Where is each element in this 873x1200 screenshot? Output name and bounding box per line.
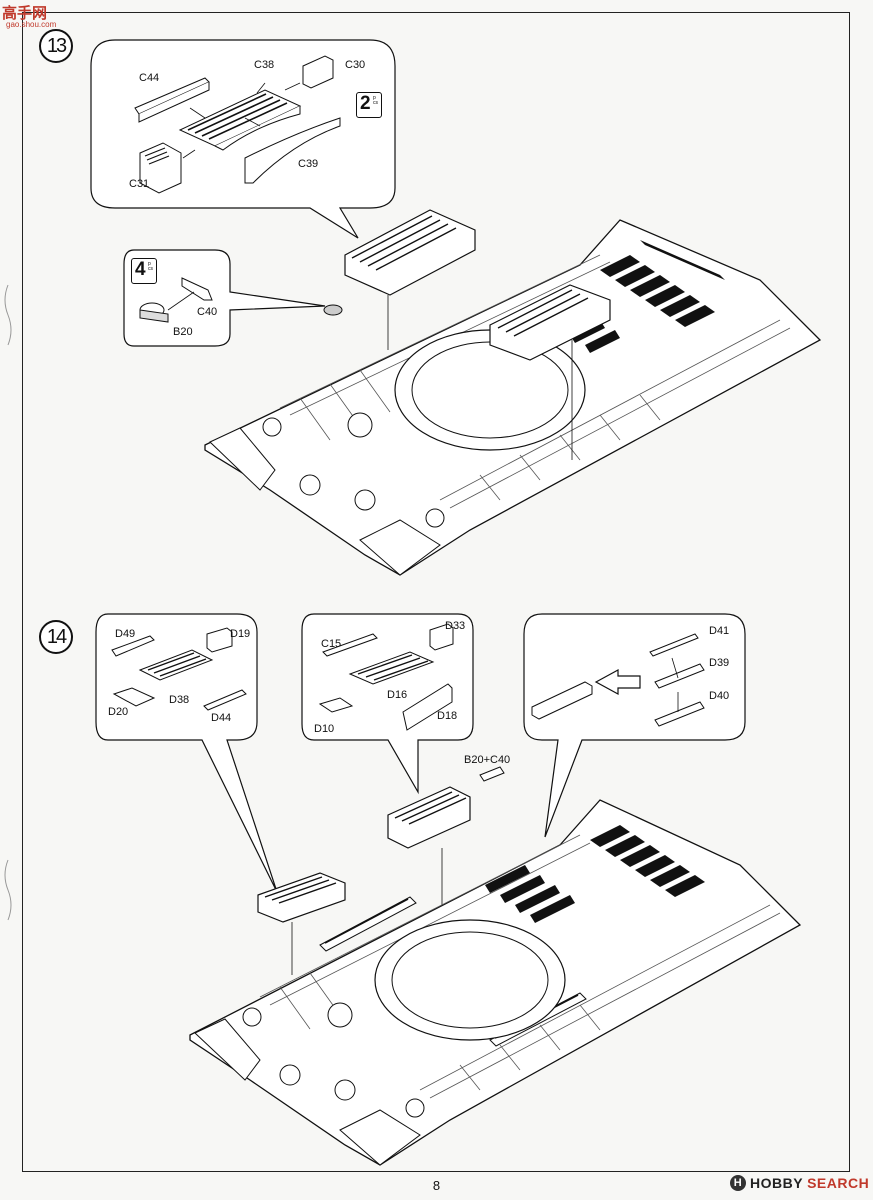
step-13-quantity-unit: pcs xyxy=(373,95,378,106)
label-D49: D49 xyxy=(115,628,136,640)
page-border xyxy=(22,12,850,1172)
label-C15: C15 xyxy=(321,638,342,650)
step-13-callout-b-quantity-unit: pcs xyxy=(148,261,153,272)
label-D38: D38 xyxy=(169,694,190,706)
step-14-hull-drawing xyxy=(189,766,802,1166)
watermark-cn-text: 高手网 xyxy=(2,4,48,22)
step-13-callout-bubble xyxy=(90,39,396,239)
step-13-hull-drawing xyxy=(204,209,822,576)
label-C38: C38 xyxy=(254,59,275,71)
step-13-callout-b-quantity-badge: 4 pcs xyxy=(131,258,157,284)
watermark-url: gao.shou.com xyxy=(6,20,57,29)
part-C44 xyxy=(134,77,210,123)
label-B20-C40: B20+C40 xyxy=(464,754,511,766)
step-14-callout-middle xyxy=(301,613,474,795)
label-C39: C39 xyxy=(298,158,319,170)
hobbysearch-logo-icon: H xyxy=(730,1175,746,1191)
label-D10: D10 xyxy=(314,723,335,735)
label-D39: D39 xyxy=(709,657,730,669)
part-C40 xyxy=(181,277,213,301)
step-14-callout-left xyxy=(95,613,278,893)
site-watermark: 高手网 gao.shou.com xyxy=(2,2,56,29)
part-B20 xyxy=(139,302,169,323)
label-D18: D18 xyxy=(437,710,458,722)
step-13-callout-small xyxy=(123,249,326,347)
label-D40: D40 xyxy=(709,690,730,702)
label-C40: C40 xyxy=(197,306,218,318)
page-number: 8 xyxy=(432,1178,441,1193)
label-D33: D33 xyxy=(445,620,466,632)
step-14-number: 14 xyxy=(39,620,73,654)
part-C39 xyxy=(244,117,341,184)
step-13-quantity-count: 2 xyxy=(360,93,371,114)
step-13-number: 13 xyxy=(39,29,73,63)
part-C30 xyxy=(302,55,334,89)
part-C38 xyxy=(178,89,302,151)
credit-brand-prefix: HOBBY xyxy=(750,1175,804,1191)
label-B20: B20 xyxy=(173,326,193,338)
credit-brand-suffix: SEARCH xyxy=(807,1175,870,1191)
step-13-quantity-badge: 2 pcs xyxy=(356,92,382,118)
label-D41: D41 xyxy=(709,625,730,637)
label-D44: D44 xyxy=(211,712,232,724)
label-D16: D16 xyxy=(387,689,408,701)
part-C31 xyxy=(139,142,182,194)
step-13-callout-b-quantity-count: 4 xyxy=(135,259,146,280)
label-D19: D19 xyxy=(230,628,251,640)
label-C44: C44 xyxy=(139,72,160,84)
label-C30: C30 xyxy=(345,59,366,71)
step-14-callout-right xyxy=(523,613,746,838)
label-D20: D20 xyxy=(108,706,129,718)
binder-marks xyxy=(4,284,12,921)
label-C31: C31 xyxy=(129,178,150,190)
